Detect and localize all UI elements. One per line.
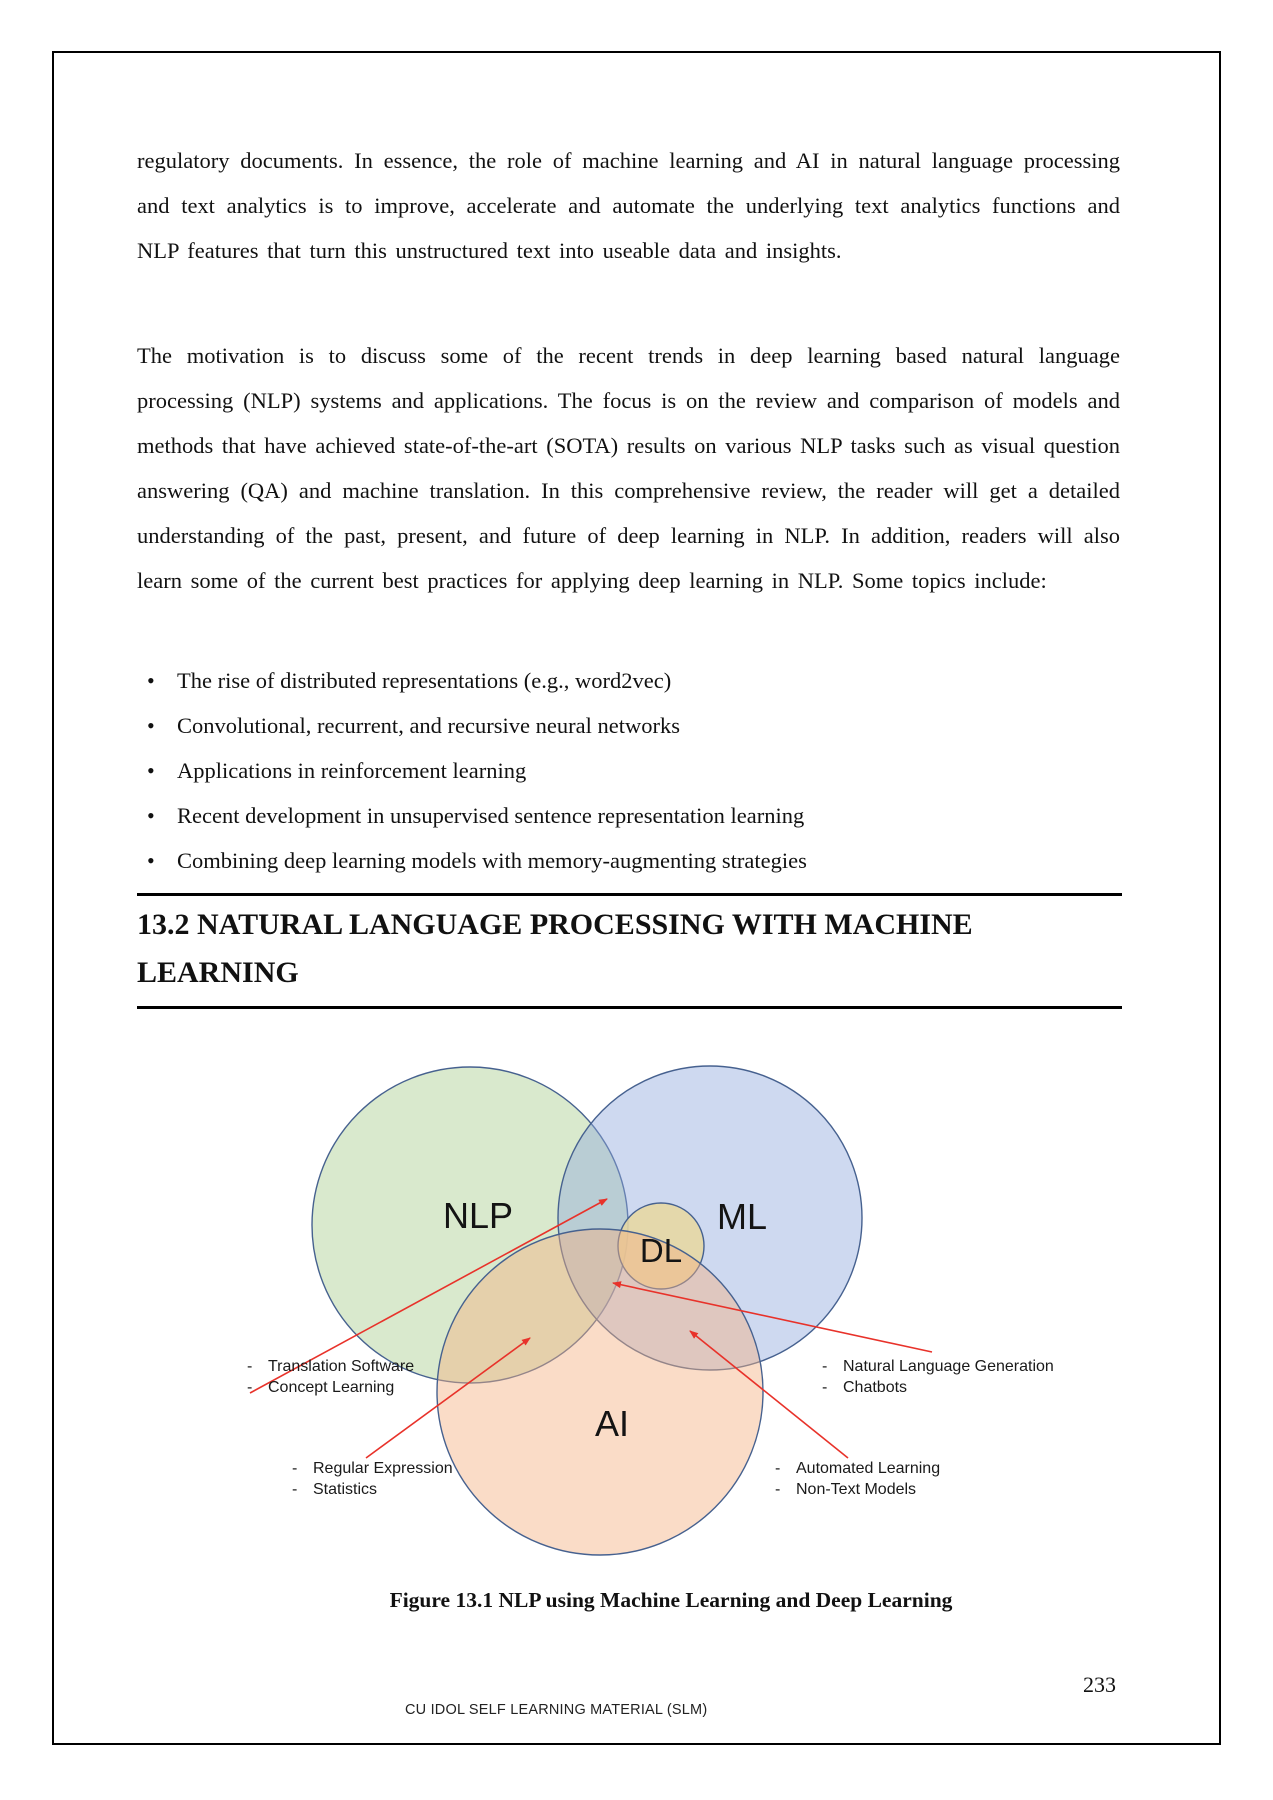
annotation-line: -Statistics <box>292 1481 378 1498</box>
ml-label: ML <box>717 1196 767 1237</box>
nlp-label: NLP <box>443 1195 513 1236</box>
body-text: regulatory documents. In essence, the ro… <box>137 138 1120 883</box>
list-item: Applications in reinforcement learning <box>137 748 1120 793</box>
ai-circle <box>436 1228 764 1556</box>
figure-caption: Figure 13.1 NLP using Machine Learning a… <box>389 1588 953 1612</box>
annotation-line: -Concept Learning <box>247 1379 395 1396</box>
dl-label: DL <box>640 1232 682 1269</box>
ai-label: AI <box>595 1403 629 1444</box>
arrow-line-regex <box>365 1337 531 1459</box>
arrow-line-translation <box>249 1198 608 1394</box>
arrow-line-automated <box>689 1330 849 1459</box>
bullet-list: The rise of distributed representations … <box>137 658 1120 883</box>
venn-annotation-right-bottom: -Automated Learning -Non-Text Models <box>775 1458 940 1500</box>
annotation-line: -Automated Learning <box>775 1460 941 1477</box>
annotation-line: -Chatbots <box>822 1379 908 1396</box>
list-item: The rise of distributed representations … <box>137 658 1120 703</box>
paragraph: regulatory documents. In essence, the ro… <box>137 148 1120 263</box>
footer-text: CU IDOL SELF LEARNING MATERIAL (SLM) <box>405 1702 708 1718</box>
list-item: Recent development in unsupervised sente… <box>137 793 1120 838</box>
annotation-line: -Regular Expression <box>292 1460 453 1477</box>
venn-annotation-left-bottom: -Regular Expression -Statistics <box>292 1458 453 1500</box>
arrow-line-nlg <box>612 1281 933 1353</box>
section-heading-block: 13.2 NATURAL LANGUAGE PROCESSING WITH MA… <box>137 893 1122 1009</box>
dl-circle <box>617 1202 705 1290</box>
page-border <box>52 51 1221 1745</box>
list-item: Convolutional, recurrent, and recursive … <box>137 703 1120 748</box>
page-number: 233 <box>1083 1672 1116 1697</box>
ml-circle <box>557 1065 863 1371</box>
venn-annotation-right-top: -Natural Language Generation -Chatbots <box>822 1356 1054 1398</box>
venn-annotation-left-top: -Translation Software -Concept Learning <box>247 1356 414 1398</box>
paragraph: The motivation is to discuss some of the… <box>137 343 1120 593</box>
list-item: Combining deep learning models with memo… <box>137 838 1120 883</box>
annotation-line: -Non-Text Models <box>775 1481 917 1498</box>
annotation-line: -Translation Software <box>247 1358 415 1375</box>
annotation-line: -Natural Language Generation <box>822 1358 1054 1375</box>
section-heading: 13.2 NATURAL LANGUAGE PROCESSING WITH MA… <box>137 908 973 989</box>
